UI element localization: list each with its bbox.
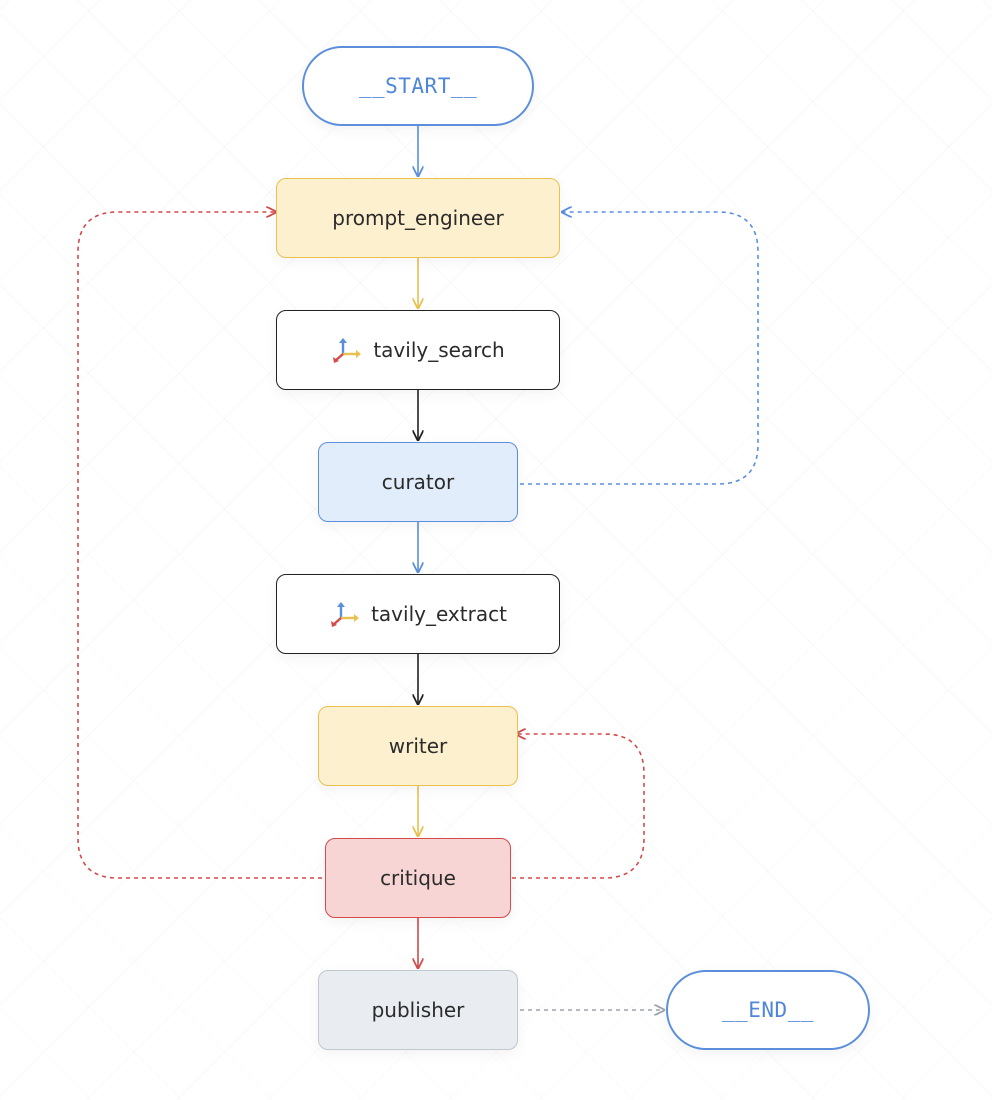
tool-axes-icon [331,336,365,364]
node-critique[interactable]: critique [325,838,511,918]
node-curator-label: curator [381,470,455,494]
edge-critique-to-writer [512,734,645,879]
tool-axes-icon [329,600,363,628]
node-writer[interactable]: writer [318,706,518,786]
edge-critique-to-prompt-engineer [77,212,322,879]
node-tavily-extract-label: tavily_extract [371,602,507,626]
node-tavily-search-label: tavily_search [373,338,505,362]
node-start[interactable]: __START__ [302,46,534,126]
node-tavily-extract[interactable]: tavily_extract [276,574,560,654]
node-curator[interactable]: curator [318,442,518,522]
node-prompt-engineer[interactable]: prompt_engineer [276,178,560,258]
node-tavily-search[interactable]: tavily_search [276,310,560,390]
node-end-label: __END__ [721,998,814,1022]
node-end[interactable]: __END__ [666,970,870,1050]
node-publisher[interactable]: publisher [318,970,518,1050]
node-writer-label: writer [388,734,448,758]
node-publisher-label: publisher [371,998,465,1022]
node-prompt-engineer-label: prompt_engineer [332,206,504,230]
node-critique-label: critique [380,866,456,890]
node-start-label: __START__ [358,74,478,98]
